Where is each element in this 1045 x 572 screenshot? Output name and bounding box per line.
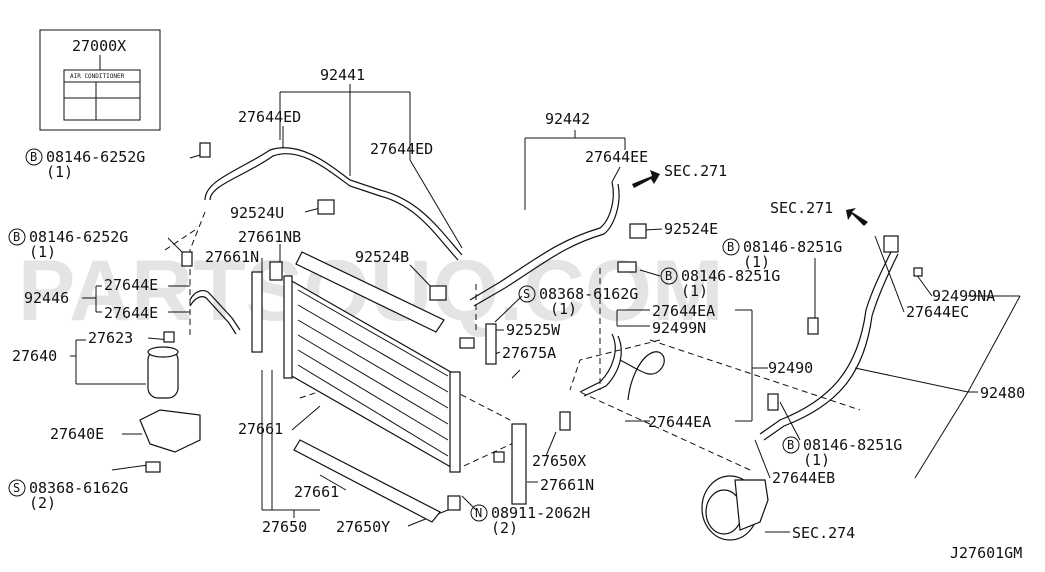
- bolt-number-1: 08146-6252G: [46, 148, 145, 166]
- bolt-number-5: 08146-8251G: [803, 436, 902, 454]
- label-27661NB: 27661NB: [238, 228, 301, 246]
- label-92499NA: 92499NA: [932, 287, 995, 305]
- circled-s-icon: S: [13, 481, 20, 495]
- label-27644EA-a: 27644EA: [652, 302, 715, 320]
- label-27661-a: 27661: [238, 420, 283, 438]
- nut-number: 08911-2062H: [491, 504, 590, 522]
- arrow-right-icon: [632, 170, 660, 188]
- label-27650Y: 27650Y: [336, 518, 390, 536]
- label-box-caption: AIR CONDITIONER: [70, 73, 125, 80]
- bolt-number-4: 08146-8251G: [743, 238, 842, 256]
- screw-number-2: 08368-6162G: [29, 479, 128, 497]
- label-92480: 92480: [980, 384, 1025, 402]
- screw-number-1: 08368-6162G: [539, 285, 638, 303]
- label-27644EE: 27644EE: [585, 148, 648, 166]
- circled-b-icon: B: [787, 438, 794, 452]
- circled-b-icon: B: [13, 230, 20, 244]
- dashed-guides: [164, 211, 861, 471]
- circled-b-icon: B: [727, 240, 734, 254]
- receiver-drier-27640: [139, 346, 201, 453]
- label-27661N-a: 27661N: [205, 248, 259, 266]
- label-sec271-a: SEC.271: [664, 162, 727, 180]
- label-27644EA-b: 27644EA: [648, 413, 711, 431]
- label-27650: 27650: [262, 518, 307, 536]
- pipe-92490: [579, 333, 665, 401]
- label-27640E: 27640E: [50, 425, 104, 443]
- label-92524U: 92524U: [230, 204, 284, 222]
- label-92525W: 92525W: [506, 321, 561, 339]
- arrow-up-left-icon: [846, 208, 868, 226]
- bolt-qty-3: (1): [681, 282, 708, 300]
- screw-callout-1: S 08368-6162G (1): [518, 285, 638, 318]
- leader-lines: [70, 84, 1021, 533]
- label-27644E-b: 27644E: [104, 304, 158, 322]
- nut-callout: N 08911-2062H (2): [470, 504, 590, 537]
- screw-callout-2: S 08368-6162G (2): [8, 479, 128, 512]
- screw-qty-2: (2): [29, 494, 56, 512]
- label-92499N: 92499N: [652, 319, 706, 337]
- bolt-callout-5: B 08146-8251G (1): [782, 436, 902, 469]
- diagram-code: J27601GM: [950, 544, 1022, 562]
- circled-b-icon: B: [30, 150, 37, 164]
- condenser-27650: [283, 275, 461, 473]
- label-92441: 92441: [320, 66, 365, 84]
- bolt-qty-1: (1): [46, 163, 73, 181]
- circled-b-icon: B: [665, 269, 672, 283]
- bolt-qty-2: (1): [29, 243, 56, 261]
- label-27644E-a: 27644E: [104, 276, 158, 294]
- bolt-qty-4: (1): [743, 253, 770, 271]
- label-27644EC: 27644EC: [906, 303, 969, 321]
- label-92446: 92446: [24, 289, 69, 307]
- bolt-callout-4: B 08146-8251G (1): [722, 238, 842, 271]
- nut-qty: (2): [491, 519, 518, 537]
- label-27644ED-a: 27644ED: [238, 108, 301, 126]
- pipe-92441: [204, 147, 463, 261]
- label-27623: 27623: [88, 329, 133, 347]
- label-sec274: SEC.274: [792, 524, 855, 542]
- label-sec271-b: SEC.271: [770, 199, 833, 217]
- bolt-number-2: 08146-6252G: [29, 228, 128, 246]
- circled-s-icon: S: [523, 287, 530, 301]
- pipe-92442: [469, 181, 620, 307]
- label-27650X: 27650X: [532, 452, 586, 470]
- bolt-qty-5: (1): [803, 451, 830, 469]
- label-92490: 92490: [768, 359, 813, 377]
- label-box-number: 27000X: [72, 37, 126, 55]
- fittings: [145, 142, 923, 511]
- label-27644EB: 27644EB: [772, 469, 835, 487]
- screw-qty-1: (1): [550, 300, 577, 318]
- label-27661N-b: 27661N: [540, 476, 594, 494]
- label-92442: 92442: [545, 110, 590, 128]
- label-92524B: 92524B: [355, 248, 409, 266]
- part-labels: 92441 27644ED 27644ED 92442 27644EE SEC.…: [8, 66, 1025, 562]
- pipe-92480: [759, 249, 899, 441]
- compressor: [701, 475, 769, 541]
- label-box: 27000X AIR CONDITIONER: [39, 29, 161, 131]
- label-27661-b: 27661: [294, 483, 339, 501]
- bolt-callout-1: B 08146-6252G (1): [25, 148, 145, 181]
- seal-parts: [251, 251, 527, 523]
- circled-n-icon: N: [475, 506, 482, 520]
- direction-arrows: [632, 170, 868, 226]
- label-27675A: 27675A: [502, 344, 556, 362]
- label-27640: 27640: [12, 347, 57, 365]
- bolt-number-3: 08146-8251G: [681, 267, 780, 285]
- bolt-callout-3: B 08146-8251G (1): [660, 267, 780, 300]
- pipe-92446: [189, 290, 241, 335]
- label-27644ED-b: 27644ED: [370, 140, 433, 158]
- label-92524E: 92524E: [664, 220, 718, 238]
- bolt-callout-2: B 08146-6252G (1): [8, 228, 128, 261]
